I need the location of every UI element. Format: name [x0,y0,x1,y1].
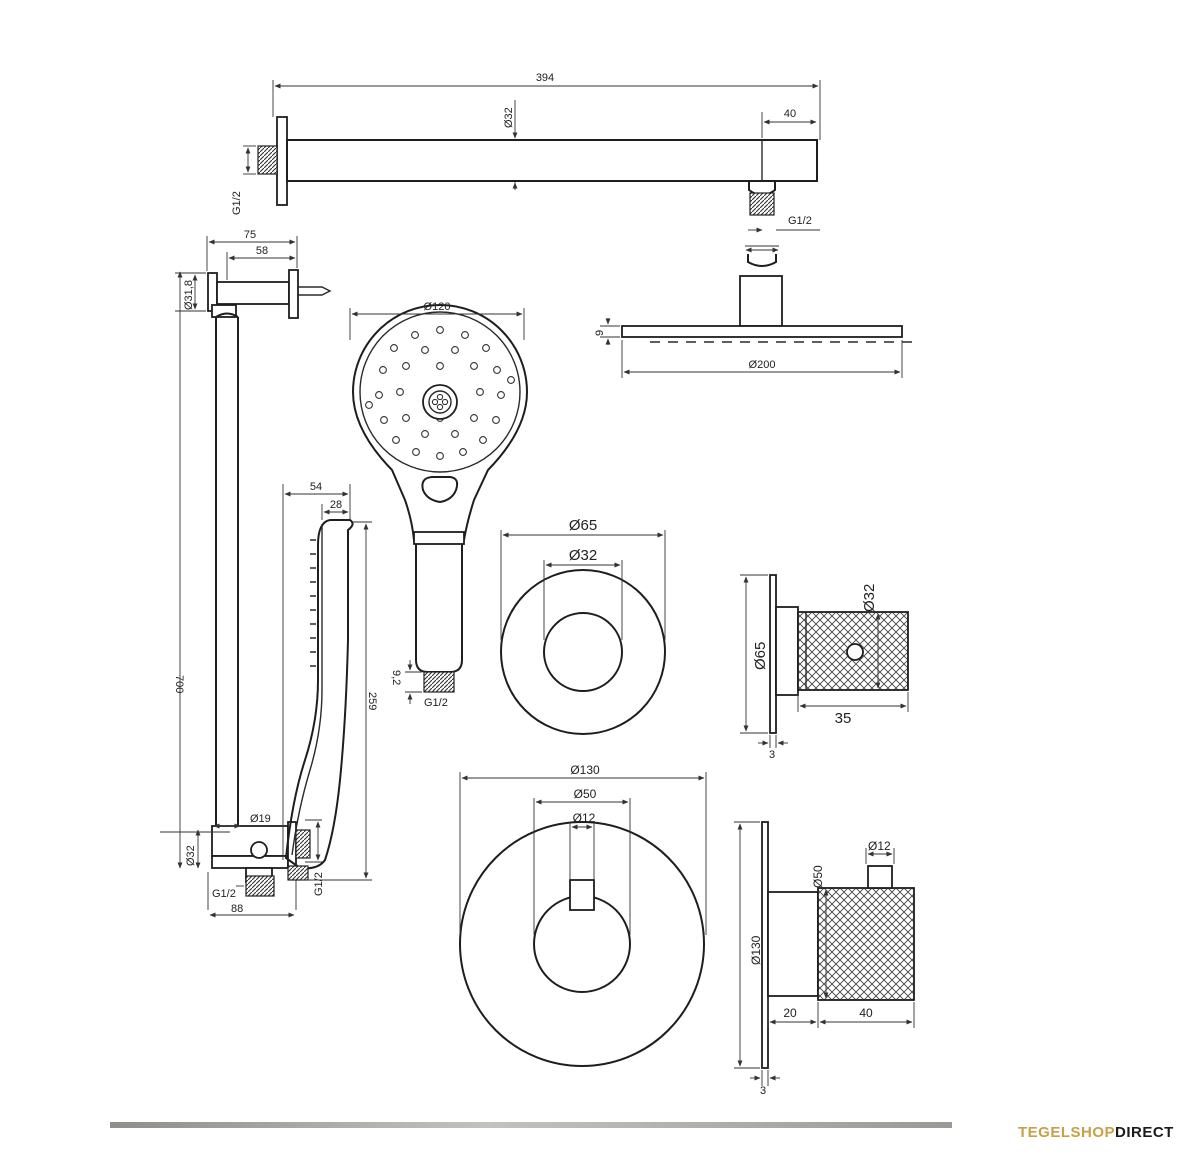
hand-shower-thread-length-label: 9,2 [390,670,402,685]
rail-bottom-diameter-label: Ø32 [185,845,197,866]
rail-outlet-thread-left-label: G1/2 [212,888,236,900]
rain-head-diameter-label: Ø200 [749,359,776,371]
hand-shower-thread-label: G1/2 [424,697,448,709]
arm-thread-right-label: G1/2 [788,215,812,227]
slide-rail: 75 58 Ø31,8 700 Ø19 Ø32 G1/2 G1/2 88 [160,229,332,918]
thermostat-side-knob-label: Ø50 [811,865,825,888]
hand-side-length-label: 259 [366,692,378,710]
thermostat-stem-diameter-label: Ø12 [573,811,596,825]
footer-divider [110,1122,952,1128]
rain-head-thickness-label: 9 [594,330,606,336]
arm-length-label: 394 [536,72,554,84]
thermostat-side-stem-label: Ø12 [868,839,891,853]
diverter-inner-diameter-label: Ø32 [569,547,597,564]
thermostat-side-rosette-label: Ø130 [749,935,763,965]
hand-shower-side: 54 28 259 [282,481,378,881]
arm-diameter-label: Ø32 [503,107,515,128]
thermostat-outer-diameter-label: Ø130 [570,763,600,777]
arm-thread-left-label: G1/2 [231,191,243,215]
hand-shower-diameter-label: Ø120 [424,301,451,313]
hand-side-depth-top-label: 28 [330,499,342,511]
thermostat-side: Ø12 Ø50 Ø130 20 40 3 [734,821,915,1097]
thermostat-front: Ø130 Ø50 Ø12 [459,763,707,1067]
rail-diameter-label: Ø19 [250,813,271,825]
shower-arm: 394 Ø32 40 G1/2 G1/2 [231,72,821,233]
thermostat-knob-diameter-label: Ø50 [574,787,597,801]
rail-height-label: 700 [173,675,185,693]
rail-bracket-depth-label: 75 [244,229,256,241]
arm-end-offset-label: 40 [784,108,796,120]
thermostat-side-knob-depth-label: 40 [859,1006,873,1020]
diverter-front: Ø65 Ø32 [500,517,666,735]
rail-bracket-offset-label: 58 [256,245,268,257]
brand-logo-part1: TEGELSHOP [1018,1124,1116,1141]
diverter-outer-diameter-label: Ø65 [569,517,597,534]
brand-logo-part2: DIRECT [1115,1124,1174,1141]
diverter-knob-length-label: 35 [835,710,852,727]
thermostat-side-body-depth-label: 20 [783,1006,797,1020]
rain-shower-head: 9 Ø200 [594,245,912,378]
diverter-rosette-diameter-label: Ø65 [752,642,769,670]
rail-outlet-thread-right-label: G1/2 [313,872,325,896]
thermostat-side-rosette-thickness-label: 3 [760,1085,766,1097]
diverter-side: Ø65 Ø32 35 3 [740,574,909,761]
hand-side-depth-total-label: 54 [310,481,322,493]
rail-top-diameter-label: Ø31,8 [183,280,195,310]
hand-shower-front: Ø120 9,2 G1/2 [349,301,529,709]
diverter-knob-diameter-label: Ø32 [861,584,878,612]
diverter-rosette-thickness-label: 3 [769,749,775,761]
brand-logo: TEGELSHOPDIRECT [1018,1124,1174,1141]
rail-bottom-width-label: 88 [231,903,243,915]
